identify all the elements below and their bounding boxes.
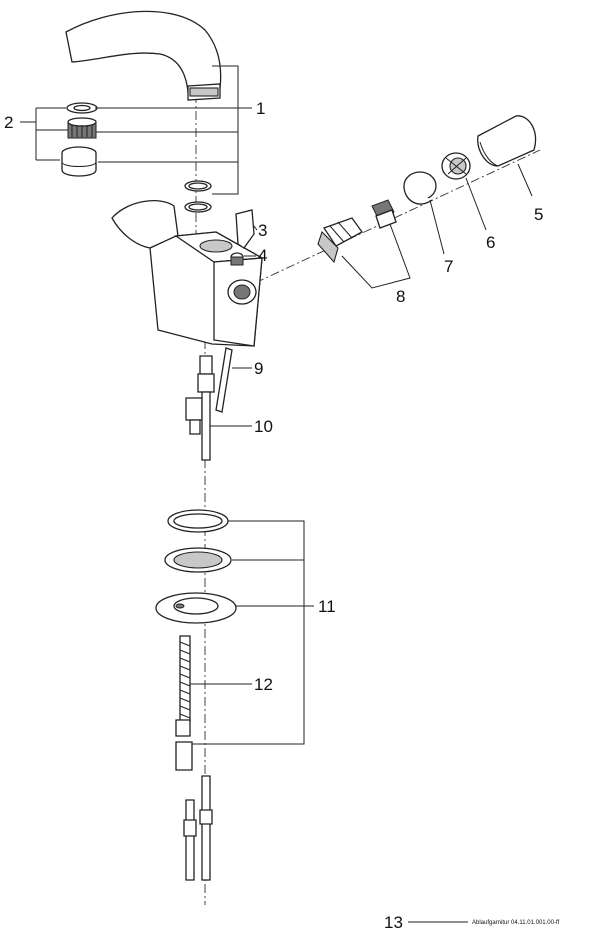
end-cap xyxy=(477,115,537,167)
footer-reference: Ablaufgarnitur 04.11.01.001.00-ff xyxy=(472,920,560,926)
callout-10: 10 xyxy=(254,417,273,436)
mounting-nut xyxy=(175,719,193,771)
diverter-rod xyxy=(215,347,233,413)
leader-lines xyxy=(20,65,533,923)
supply-hoses xyxy=(183,775,213,881)
base-o-ring xyxy=(167,509,229,533)
callout-1: 1 xyxy=(256,99,265,118)
callout-3: 3 xyxy=(258,221,267,240)
callout-6: 6 xyxy=(486,233,495,252)
cover-sleeve xyxy=(403,171,437,205)
callout-11: 11 xyxy=(318,597,336,616)
callout-4: 4 xyxy=(258,246,267,265)
callout-2: 2 xyxy=(4,113,13,132)
set-screw xyxy=(230,252,244,266)
aerator-insert xyxy=(67,117,97,139)
connection-nipple xyxy=(185,355,215,461)
threaded-nut xyxy=(441,152,471,180)
callout-7: 7 xyxy=(444,257,453,276)
spout xyxy=(65,10,222,101)
callout-9: 9 xyxy=(254,359,263,378)
aerator-housing xyxy=(61,146,97,177)
spout-o-ring-upper xyxy=(184,180,212,192)
spout-o-ring-lower xyxy=(184,201,212,213)
callout-5: 5 xyxy=(534,205,543,224)
callout-12: 12 xyxy=(254,675,273,694)
threaded-rod xyxy=(179,635,191,723)
base-gasket xyxy=(164,547,232,573)
base-plate xyxy=(155,592,237,624)
cartridge xyxy=(317,217,363,264)
lever-handle xyxy=(235,209,255,249)
explosion-axes xyxy=(195,60,541,905)
cartridge-spindle xyxy=(371,199,397,229)
aerator-gasket xyxy=(66,102,98,114)
callout-8: 8 xyxy=(396,287,405,306)
callout-13: 13 xyxy=(384,913,403,932)
callout-labels: 1 2 3 4 5 6 7 8 9 10 11 12 13 Ablaufgarn… xyxy=(4,99,560,932)
